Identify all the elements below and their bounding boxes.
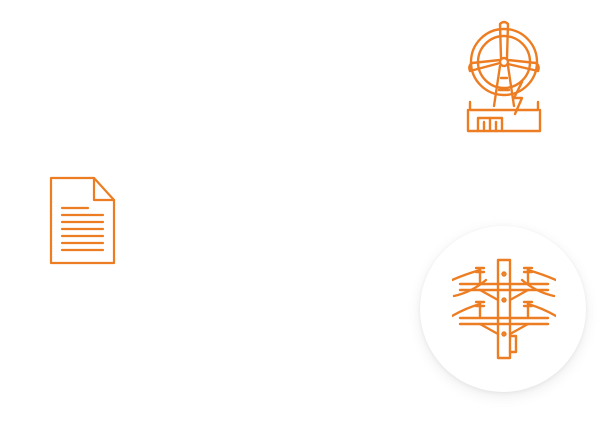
document-icon [44,174,120,268]
power-pole-card [420,226,586,392]
power-pole-icon [452,258,556,364]
wind-turbine-icon [460,18,544,136]
